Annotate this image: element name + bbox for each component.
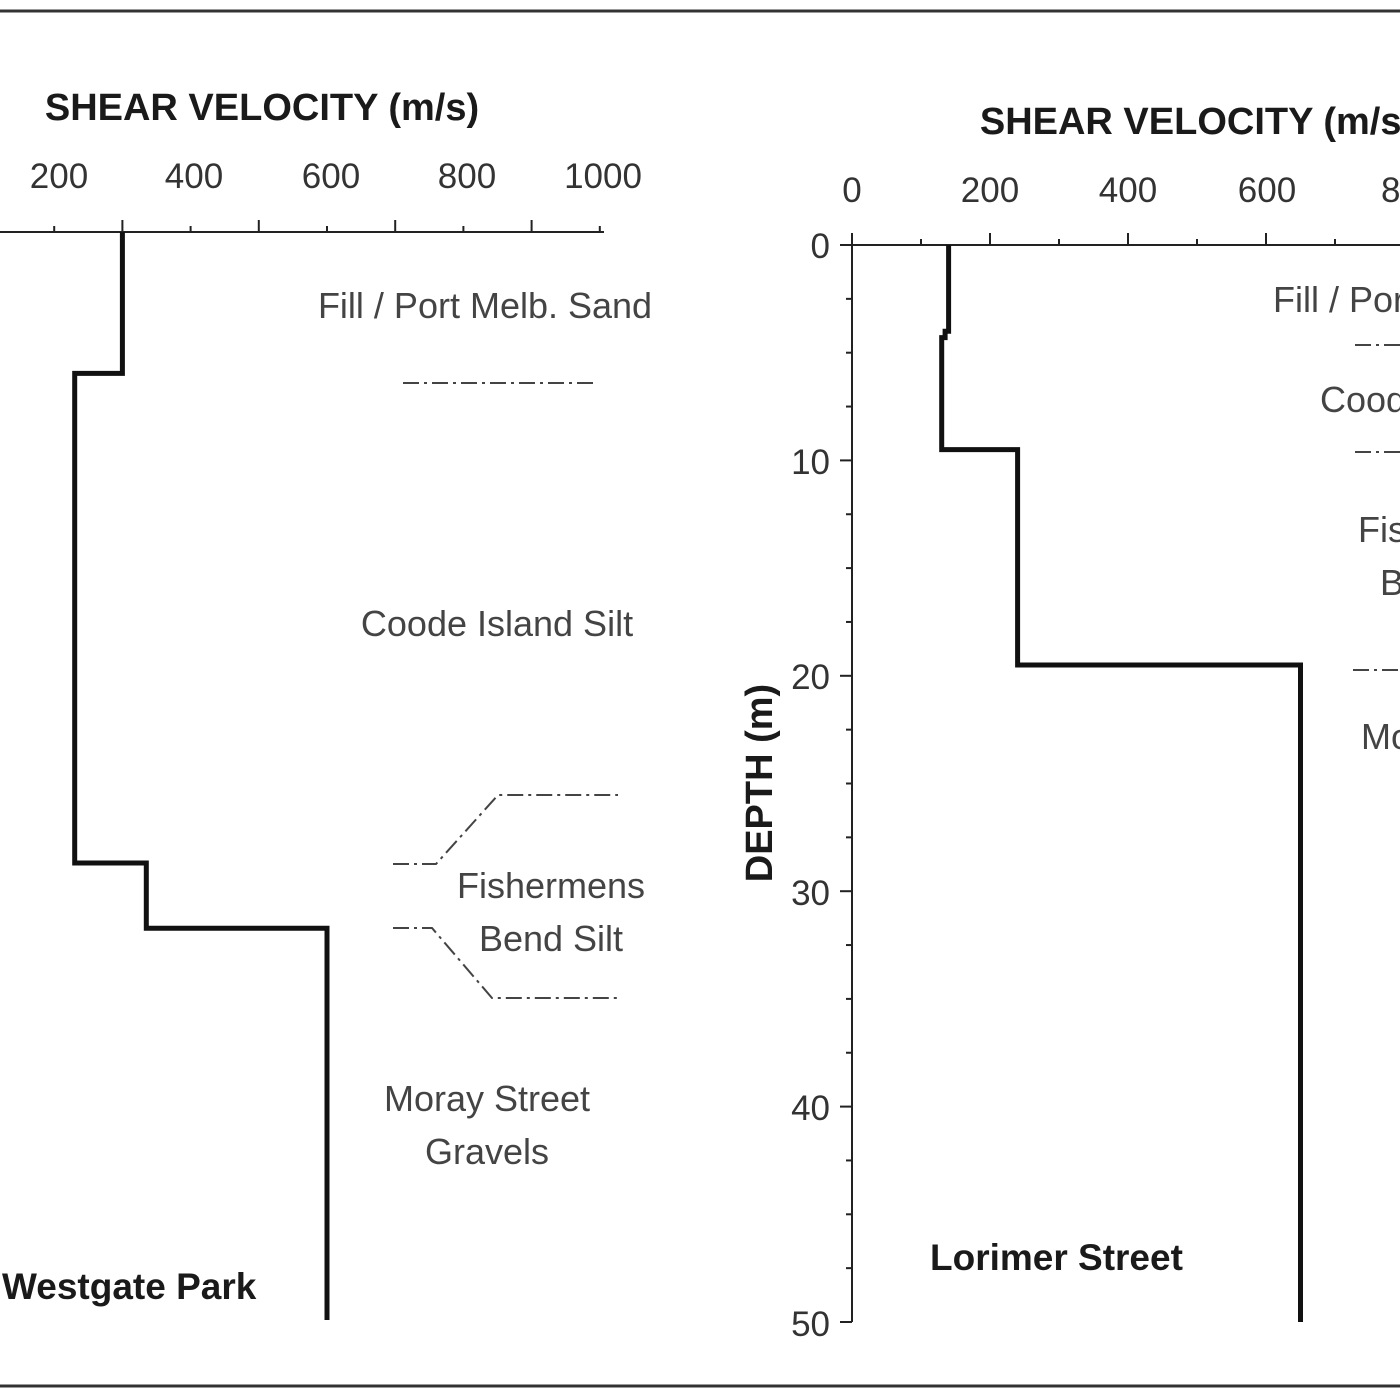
- left-x-axis-ticks: [53, 220, 601, 232]
- right-strata-label-moray: Mo: [1361, 716, 1400, 757]
- right-y-tick-label: 30: [791, 874, 830, 913]
- left-strata-label-bend-silt: Bend Silt: [479, 918, 623, 959]
- left-x-tick-label: 200: [30, 157, 88, 196]
- left-x-tick-labels: 200 400 600 800 1000: [30, 157, 642, 196]
- right-x-tick-label: 80: [1381, 171, 1400, 210]
- right-site-label: Lorimer Street: [930, 1237, 1183, 1278]
- right-y-tick-label: 0: [811, 227, 830, 266]
- right-x-tick-labels: 0 200 400 600 80: [842, 171, 1400, 210]
- left-strata-label-gravels: Gravels: [425, 1131, 549, 1172]
- right-shear-velocity-profile: [939, 245, 1303, 1322]
- left-site-label: Westgate Park: [2, 1266, 257, 1307]
- right-x-tick-label: 400: [1099, 171, 1157, 210]
- left-x-tick-label: 1000: [564, 157, 642, 196]
- left-strata-label-fishermens: Fishermens: [457, 865, 645, 906]
- right-y-axis-title: DEPTH (m): [739, 684, 781, 882]
- left-x-tick-label: 800: [438, 157, 496, 196]
- right-strata-label-bend: B: [1380, 562, 1400, 603]
- right-x-axis-title: SHEAR VELOCITY (m/s): [980, 101, 1400, 143]
- right-strata-label-fill: Fill / Por: [1273, 279, 1400, 320]
- left-x-tick-label: 400: [165, 157, 223, 196]
- panel-westgate-park: SHEAR VELOCITY (m/s) 200 400 600 800 100…: [0, 87, 652, 1320]
- left-strata-label-moray: Moray Street: [384, 1078, 590, 1119]
- left-boundary-coode-fishermens: [393, 794, 618, 865]
- panel-lorimer-street: SHEAR VELOCITY (m/s) 0 200 400 600 80 0 …: [739, 101, 1400, 1344]
- left-strata-label-fill: Fill / Port Melb. Sand: [318, 285, 652, 326]
- left-strata-label-coode: Coode Island Silt: [361, 603, 633, 644]
- left-x-axis-title: SHEAR VELOCITY (m/s): [45, 87, 479, 129]
- right-y-tick-label: 10: [791, 443, 830, 482]
- right-x-tick-label: 600: [1238, 171, 1296, 210]
- left-x-tick-label: 600: [302, 157, 360, 196]
- left-shear-velocity-profile: [72, 232, 330, 1320]
- right-x-tick-label: 200: [961, 171, 1019, 210]
- right-strata-label-coode: Cood: [1320, 379, 1400, 420]
- right-axis-ticks: [840, 233, 1336, 1323]
- right-y-tick-label: 20: [791, 658, 830, 697]
- right-y-tick-labels: 0 10 20 30 40 50: [791, 227, 830, 1344]
- right-strata-label-fishermens: Fis: [1358, 509, 1400, 550]
- right-x-tick-label: 0: [842, 171, 861, 210]
- right-y-tick-label: 40: [791, 1089, 830, 1128]
- right-y-tick-label: 50: [791, 1305, 830, 1344]
